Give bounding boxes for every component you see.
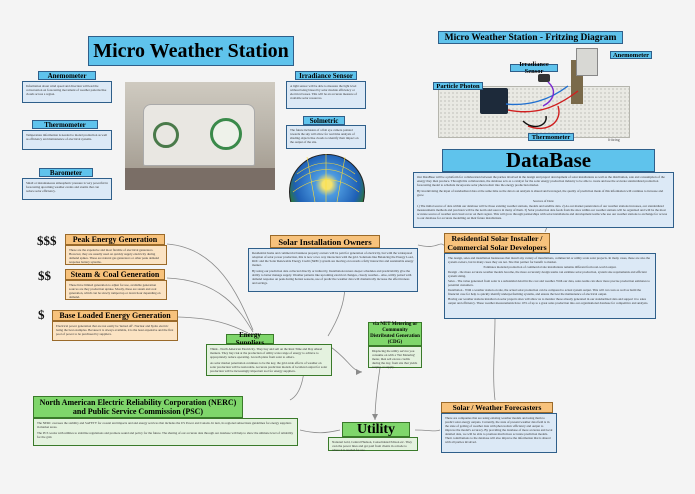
developers-text-6: Having our weather stations installed on… — [448, 297, 649, 305]
owners-description: Residential home and commercial business… — [248, 248, 418, 292]
owners-title: Solar Installation Owners — [270, 235, 380, 248]
weather-station-photo — [125, 82, 275, 190]
solmetric-title: Solmetric — [303, 116, 345, 125]
connector-steam-suppliers — [166, 277, 254, 333]
developers-text-2: Estimates modeled production of commerci… — [483, 265, 617, 269]
connector-forecasters-utility — [414, 429, 441, 432]
solmetric-description: The future inclusion of a fish eye camer… — [286, 125, 366, 149]
barometer-title: Barometer — [39, 168, 93, 177]
net-metering-title: via NET Metering or Community Distribute… — [368, 322, 422, 346]
developers-title: Residential Solar Installer / Commercial… — [444, 233, 550, 253]
anemometer-description: Information about wind speed and directi… — [22, 81, 112, 103]
steam-title: Steam & Coal Generation — [65, 269, 165, 280]
net-metering-description: Displacing the utility service you consu… — [368, 346, 422, 369]
solmetric-sky-image — [287, 152, 365, 202]
peak-cost-symbol: $$$ — [37, 233, 57, 248]
steam-cost-symbol: $$ — [38, 268, 51, 283]
fritzing-title: Micro Weather Station - Fritzing Diagram — [438, 31, 623, 44]
fritzing-label-thermometer: Thermometer — [528, 133, 574, 141]
thermometer-title: Thermometer — [32, 120, 98, 129]
irradiance-description: A light sensor will be able to measure t… — [286, 81, 366, 109]
database-title: DataBase — [442, 148, 655, 172]
anemometer-title: Anemometer — [38, 71, 96, 80]
base-title: Base Loaded Energy Generation — [52, 310, 178, 321]
nerc-description: The NERC oversees the stability and SAFE… — [33, 418, 298, 446]
base-description: Electrical power generation that are not… — [52, 321, 178, 341]
suppliers-title: Energy Suppliers — [226, 331, 274, 347]
peak-title: Peak Energy Generation — [65, 234, 165, 245]
irradiance-title: Irradiance Sensor — [295, 71, 357, 80]
owners-text-1: Residential home and commercial business… — [252, 251, 414, 267]
fritzing-label-photon: Particle Photon — [433, 82, 483, 90]
nerc-text-1: The NERC oversees the stability and SAFE… — [37, 421, 292, 429]
database-description: Our DataBase will be a platform for coll… — [413, 172, 674, 228]
database-text-4: 1) The initial source of data within our… — [417, 204, 668, 220]
steam-description: These have limited generation to adjust … — [65, 280, 167, 300]
developers-description: The design, sales and installation busin… — [444, 253, 656, 319]
utility-description: National Grid, Central Hudson, Consolida… — [328, 437, 418, 452]
peak-description: These are the expensive and most flexibl… — [65, 245, 167, 265]
developers-text-4: Sales - The value generated from solar i… — [448, 279, 651, 287]
developers-text-3: Design - the more accurate weather model… — [448, 270, 647, 278]
fritzing-label-irradiance: Irradiance Sensor — [510, 61, 558, 75]
connector-base-suppliers — [177, 316, 249, 334]
database-text-2: By incentivizing the input of standardiz… — [417, 189, 664, 197]
suppliers-text-2: As solar market penetration continues to… — [210, 361, 328, 373]
database-text-3: Sources of Data: — [532, 199, 555, 203]
suppliers-description: Think - North American Electricity. They… — [206, 344, 332, 376]
utility-title: Utility — [342, 422, 410, 437]
database-text-1: Our DataBase will be a platform for coll… — [417, 175, 665, 187]
connector-developers-forecasters — [493, 317, 496, 401]
nerc-title: North American Electric Reliability Corp… — [33, 396, 243, 418]
connector-peak-suppliers — [166, 243, 254, 331]
fritzing-label-anemometer: Anemometer — [610, 51, 652, 59]
connector-nerc-utility — [299, 429, 341, 434]
developers-text-5: Installation - With a weather station on… — [448, 288, 641, 296]
nerc-text-2: The PCS works with utilities to stabiliz… — [37, 431, 294, 439]
suppliers-text-1: Think - North American Electricity. They… — [210, 347, 323, 359]
main-title: Micro Weather Station — [88, 36, 294, 66]
base-cost-symbol: $ — [38, 307, 45, 322]
connector-suppliers-netmetering — [327, 344, 363, 373]
forecasters-title: Solar / Weather Forecasters — [441, 402, 553, 413]
developers-text-1: The design, sales and installation busin… — [448, 256, 650, 264]
forecasters-description: There are companies that are using exist… — [441, 413, 557, 453]
fritzing-credit: fritzing — [608, 137, 620, 142]
connector-owners-developers — [417, 243, 446, 247]
barometer-description: Small or instantaneous atmospheric press… — [22, 178, 112, 200]
thermometer-description: Temperature information is needed to mod… — [22, 130, 112, 150]
owners-text-2: By using our prediction data collected d… — [252, 269, 412, 285]
